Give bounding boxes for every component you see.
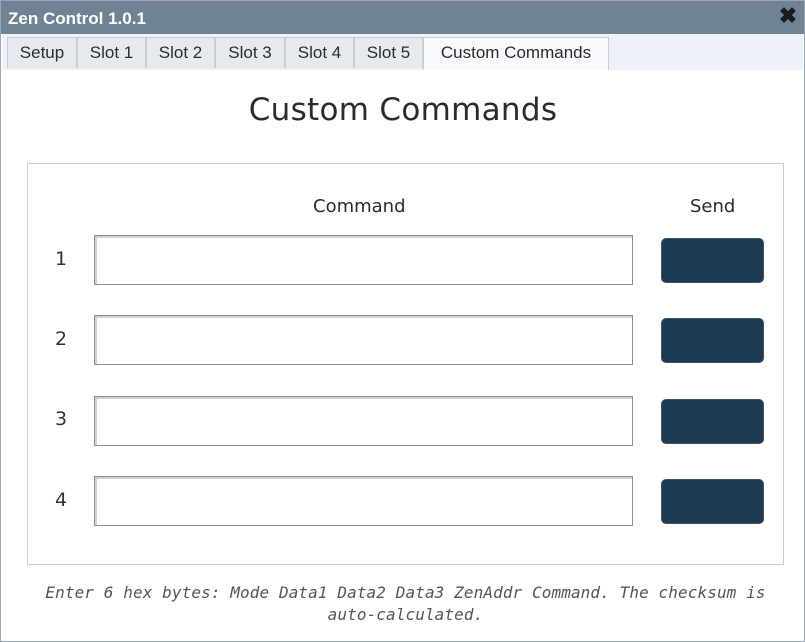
send-column-header: Send — [690, 196, 736, 217]
tab-slot-3[interactable]: Slot 3 — [215, 37, 285, 68]
row-number-2: 2 — [55, 328, 68, 350]
command-input-4[interactable] — [94, 476, 633, 526]
tab-slot-2[interactable]: Slot 2 — [146, 37, 215, 68]
row-number-4: 4 — [55, 489, 68, 511]
tab-slot-1[interactable]: Slot 1 — [77, 37, 146, 68]
page-title: Custom Commands — [248, 92, 558, 128]
window-title: Zen Control 1.0.1 — [8, 9, 146, 28]
tab-slot-5[interactable]: Slot 5 — [354, 37, 423, 68]
command-input-3[interactable] — [94, 396, 633, 446]
command-input-1[interactable] — [94, 235, 633, 285]
tab-slot-4[interactable]: Slot 4 — [285, 37, 354, 68]
input-hint: Enter 6 hex bytes: Mode Data1 Data2 Data… — [45, 583, 766, 624]
send-button-4[interactable] — [661, 479, 764, 524]
command-input-2[interactable] — [94, 315, 633, 365]
row-number-3: 3 — [55, 408, 68, 430]
close-icon[interactable]: ✖ — [778, 3, 798, 28]
custom-commands-panel: Custom Commands Command Send 1 2 3 4 Ent… — [10, 70, 796, 635]
row-number-1: 1 — [55, 248, 68, 270]
send-button-2[interactable] — [661, 318, 764, 363]
tab-custom-commands[interactable]: Custom Commands — [423, 37, 609, 70]
send-button-3[interactable] — [661, 399, 764, 444]
command-column-header: Command — [313, 196, 406, 217]
tab-setup[interactable]: Setup — [7, 37, 77, 68]
title-bar: Zen Control 1.0.1 ✖ — [1, 1, 804, 34]
tab-bar: Setup Slot 1 Slot 2 Slot 3 Slot 4 Slot 5… — [2, 34, 803, 70]
send-button-1[interactable] — [661, 238, 764, 283]
